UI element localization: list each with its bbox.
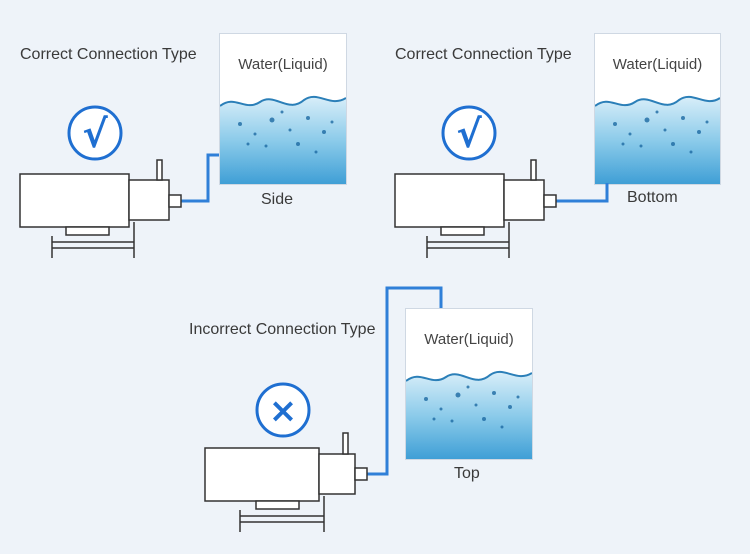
incorrect-connection-label: Incorrect Connection Type: [189, 321, 376, 338]
pipe-top: [367, 286, 443, 476]
tank-label: Water(Liquid): [612, 56, 703, 73]
check-mark: √: [456, 112, 482, 156]
position-label-top: Top: [454, 465, 480, 482]
water-tank-top: Water(Liquid): [405, 308, 533, 460]
water-tank-bottom: Water(Liquid): [594, 33, 721, 185]
correct-check-icon: √: [441, 105, 497, 161]
position-label-side: Side: [261, 191, 294, 208]
tank-label: Water(Liquid): [238, 56, 328, 73]
correct-connection-label-right: Correct Connection Type: [395, 46, 572, 63]
pipe-side: [181, 153, 219, 203]
tank-label: Water(Liquid): [424, 331, 514, 348]
water-illustration: [595, 95, 720, 184]
pipe-bottom: [555, 183, 609, 203]
water-illustration: [406, 370, 532, 459]
cross-mark: ×: [269, 391, 298, 431]
water-illustration: [220, 95, 346, 184]
check-mark: √: [82, 112, 108, 156]
pump-bottom-center: [204, 432, 368, 532]
water-tank-side: Water(Liquid): [219, 33, 347, 185]
incorrect-cross-icon: ×: [255, 382, 311, 438]
correct-check-icon: √: [67, 105, 123, 161]
pump-left: [19, 159, 182, 258]
position-label-bottom: Bottom: [627, 189, 678, 206]
correct-connection-label-left: Correct Connection Type: [20, 46, 197, 63]
pump-right: [394, 159, 557, 258]
